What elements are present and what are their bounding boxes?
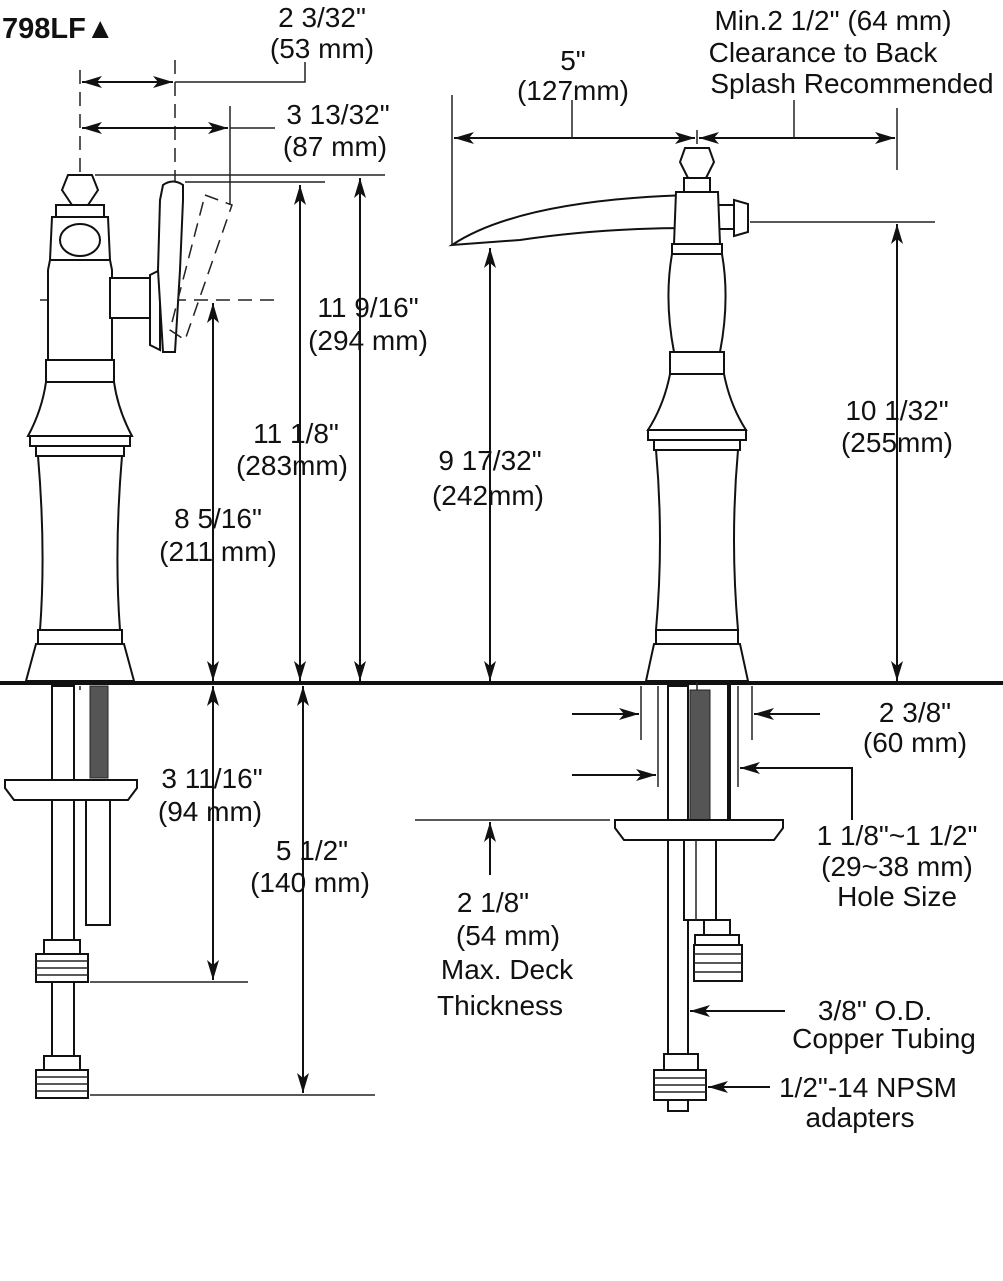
- base-diameter-metric: (60 mm): [863, 727, 967, 758]
- spout-height-imperial: 9 17/32": [438, 445, 541, 476]
- handle-top-height-metric: (283mm): [236, 450, 348, 481]
- knob-height-imperial: 10 1/32": [845, 395, 948, 426]
- side-view-faucet: [4, 60, 280, 1099]
- deck-thickness-label-2: Thickness: [437, 990, 563, 1021]
- knob-height-metric: (255mm): [841, 427, 953, 458]
- front-view-faucet: [448, 130, 784, 1112]
- side-view-dimensions: [82, 62, 385, 1096]
- deck-thickness-imperial: 2 1/8": [457, 887, 529, 918]
- handle-offset-imperial: 2 3/32": [278, 2, 366, 33]
- lower-adapter-depth-metric: (140 mm): [250, 867, 370, 898]
- model-number: 798LF▲: [2, 13, 115, 45]
- hole-size-imperial: 1 1/8"~1 1/2": [817, 820, 978, 851]
- deck-thickness-label-1: Max. Deck: [441, 954, 574, 985]
- adapters-label-1: 1/2"-14 NPSM: [779, 1072, 957, 1103]
- overall-height-imperial: 11 9/16": [317, 292, 418, 323]
- handle-offset-metric: (53 mm): [270, 33, 374, 64]
- handle-reach-imperial: 3 13/32": [286, 99, 389, 130]
- adapters-label-2: adapters: [806, 1102, 915, 1133]
- spout-reach-imperial: 5": [560, 45, 586, 76]
- clearance-line-3: Splash Recommended: [710, 68, 993, 99]
- upper-adapter-depth-imperial: 3 11/16": [161, 763, 262, 794]
- upper-adapter-depth-metric: (94 mm): [158, 796, 262, 827]
- base-diameter-imperial: 2 3/8": [879, 697, 951, 728]
- handle-reach-metric: (87 mm): [283, 131, 387, 162]
- tubing-label-2: Copper Tubing: [792, 1023, 976, 1054]
- hole-size-metric: (29~38 mm): [821, 851, 973, 882]
- clearance-line-2: Clearance to Back: [709, 37, 939, 68]
- spout-reach-metric: (127mm): [517, 75, 629, 106]
- clearance-line-1: Min.2 1/2" (64 mm): [714, 5, 951, 36]
- front-view-dimensions: [415, 95, 935, 1093]
- spout-height-metric: (242mm): [432, 480, 544, 511]
- tubing-label-1: 3/8" O.D.: [818, 995, 932, 1026]
- hole-size-label: Hole Size: [837, 881, 957, 912]
- lower-adapter-depth-imperial: 5 1/2": [276, 835, 348, 866]
- handle-pivot-height-imperial: 8 5/16": [174, 503, 262, 534]
- deck-thickness-metric: (54 mm): [456, 920, 560, 951]
- overall-height-metric: (294 mm): [308, 325, 428, 356]
- handle-pivot-height-metric: (211 mm): [159, 536, 277, 567]
- handle-top-height-imperial: 11 1/8": [253, 418, 339, 449]
